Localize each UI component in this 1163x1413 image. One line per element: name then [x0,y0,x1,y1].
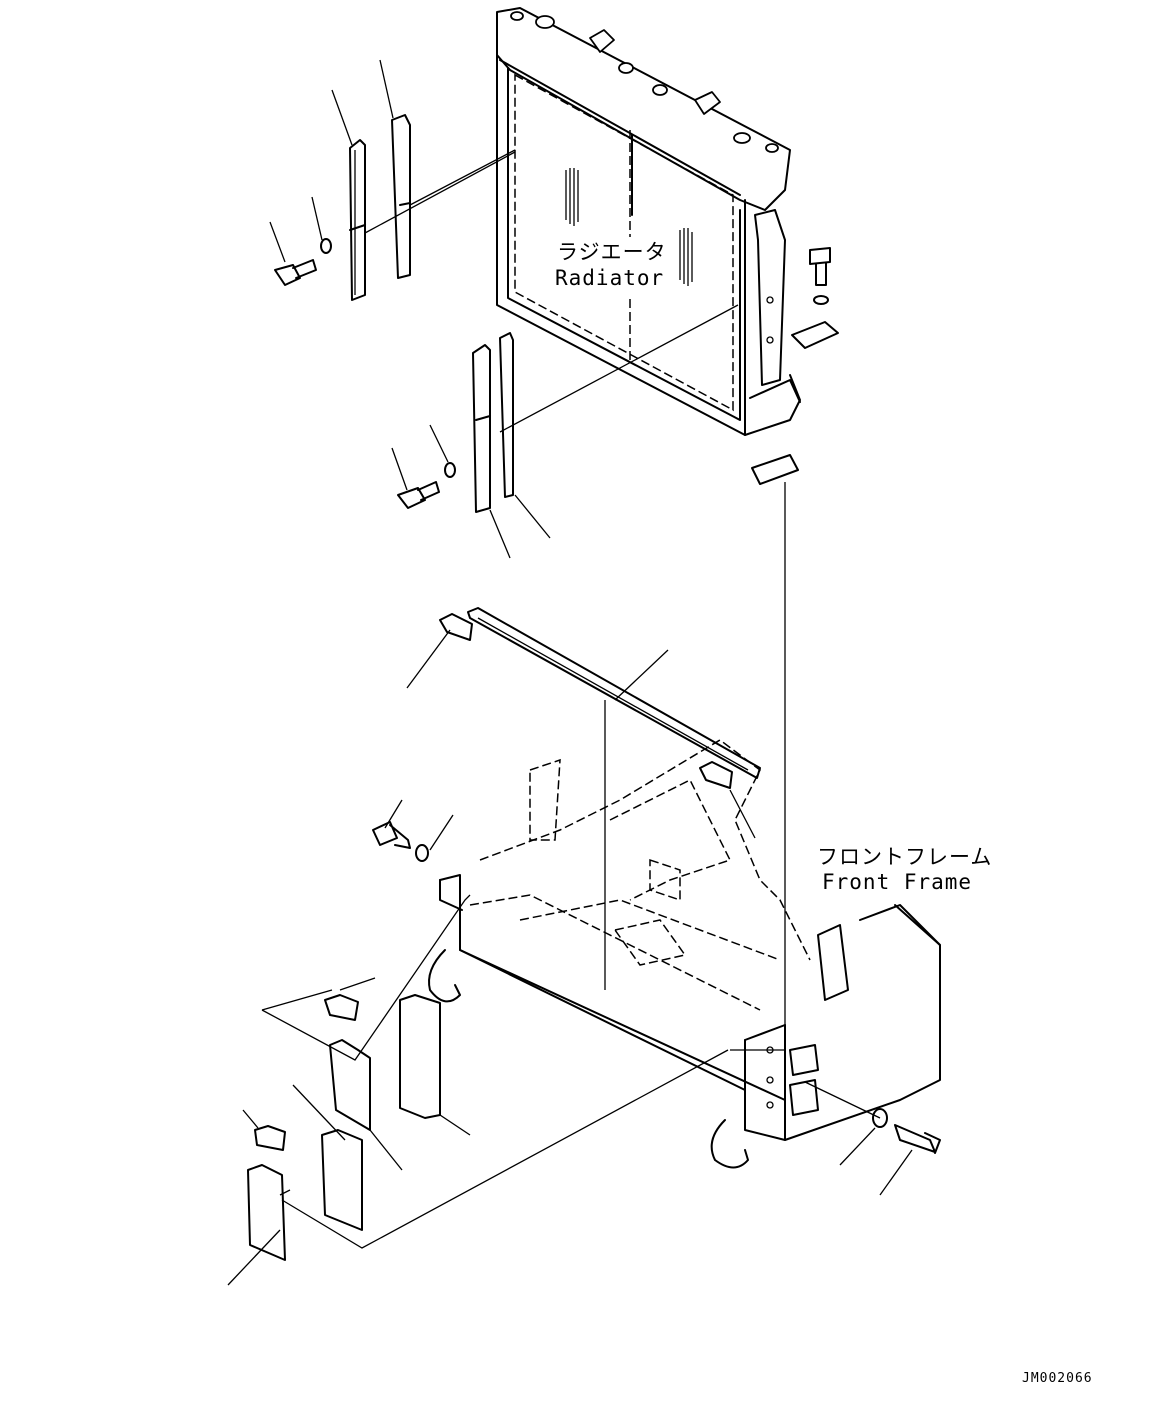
seal-bracket-1 [329,1039,371,1131]
seal-block-small-2 [254,1125,286,1151]
hex-bolt-mid-left [397,481,440,509]
washer-right [813,295,829,305]
radiator-label-jp: ラジエータ [557,240,667,264]
seal-bracket-2 [247,1164,286,1261]
leader-lines [227,59,913,1286]
front-frame-label-en: Front Frame [822,870,972,894]
seal-pad-small [321,1129,363,1231]
hex-bolt-upper-left [274,259,317,286]
radiator-label-en: Radiator [555,266,664,290]
seal-pad-large [399,994,441,1119]
bracket-plate [791,321,839,349]
seal-strip-upper-left [349,139,366,301]
seal-block-left [439,613,473,641]
seal-bracket-mid-left [499,332,514,498]
seal-bar [467,607,761,779]
seal-strip-mid-left [472,344,491,513]
hex-bolt-frame-right [894,1124,941,1154]
hex-bolt-right [809,247,831,286]
seal-bracket-upper-left [391,114,411,279]
washer-frame-left [415,844,429,862]
front-frame-label-jp: フロントフレーム [817,845,992,869]
radiator [496,7,801,485]
washer-upper-left [320,238,332,254]
washer-mid-left [444,462,456,478]
front-frame [428,739,941,1169]
seal-block-right [699,761,733,789]
drawing-code: JM002066 [1022,1371,1093,1386]
hex-bolt-frame-left [372,821,411,849]
washer-frame-right [872,1108,888,1128]
seal-block-small-1 [324,994,359,1021]
